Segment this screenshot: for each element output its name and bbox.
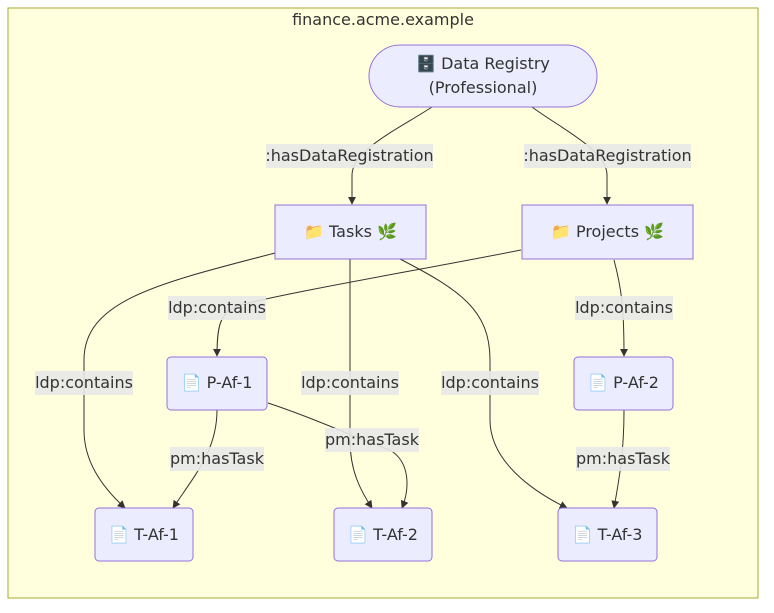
edge-label-text: ldp:contains [35,373,133,392]
node-label: 📄 T-Af-3 [573,525,643,544]
edge-projects-p-af-1[interactable] [213,249,522,357]
node-tasks[interactable]: 📁 Tasks 🌿 [274,204,427,260]
edge-label-p-af-2-t-af-3: pm:hasTask [576,447,671,471]
node-label: 📄 T-Af-2 [348,525,418,544]
node-t-af-2[interactable]: 📄 T-Af-2 [333,507,433,562]
edge-label-text: pm:hasTask [576,449,671,468]
edge-label-registry-projects: :hasDataRegistration [523,144,692,168]
edge-label-text: pm:hasTask [170,449,265,468]
edge-label-p-af-1-t-af-2: pm:hasTask [325,428,420,452]
node-label: 📄 T-Af-1 [109,525,179,544]
node-t-af-1[interactable]: 📄 T-Af-1 [94,507,194,562]
node-label: 📁 Tasks 🌿 [304,222,397,241]
edge-label-tasks-t-af-3: ldp:contains [441,371,539,395]
node-p-af-2[interactable]: 📄 P-Af-2 [573,356,674,411]
edge-label-tasks-t-af-2: ldp:contains [301,371,399,395]
node-label: 📄 P-Af-1 [182,373,253,392]
edge-registry-tasks[interactable] [348,106,433,205]
node-projects[interactable]: 📁 Projects 🌿 [521,204,694,260]
edge-label-projects-p-af-2: ldp:contains [575,296,673,320]
cluster-title: finance.acme.example [292,10,474,29]
edge-label-text: pm:hasTask [325,430,420,449]
edge-label-text: ldp:contains [441,373,539,392]
node-label: 📁 Projects 🌿 [551,222,664,241]
edge-label-tasks-t-af-1: ldp:contains [35,371,133,395]
node-t-af-3[interactable]: 📄 T-Af-3 [557,507,658,562]
edge-tasks-t-af-3[interactable] [399,258,568,509]
node-label-line1: 🗄️ Data Registry [416,54,550,73]
edge-label-text: :hasDataRegistration [265,146,433,165]
node-p-af-1[interactable]: 📄 P-Af-1 [166,356,268,411]
edge-labels: :hasDataRegistration :hasDataRegistratio… [35,144,692,471]
edge-label-registry-tasks: :hasDataRegistration [265,144,434,168]
edge-label-text: :hasDataRegistration [523,146,691,165]
edge-tasks-t-af-1[interactable] [83,252,276,509]
node-label: 📄 P-Af-2 [588,373,659,392]
node-data-registry[interactable]: 🗄️ Data Registry (Professional) [368,44,598,108]
edge-registry-projects[interactable] [531,106,611,205]
nodes: 🗄️ Data Registry (Professional) 📁 Tasks … [94,44,694,562]
edge-label-projects-p-af-1: ldp:contains [168,296,266,320]
node-label-line2: (Professional) [429,78,538,97]
edge-label-text: ldp:contains [575,298,673,317]
edge-label-text: ldp:contains [301,373,399,392]
edge-label-p-af-1-t-af-1: pm:hasTask [170,447,265,471]
edge-label-text: ldp:contains [168,298,266,317]
